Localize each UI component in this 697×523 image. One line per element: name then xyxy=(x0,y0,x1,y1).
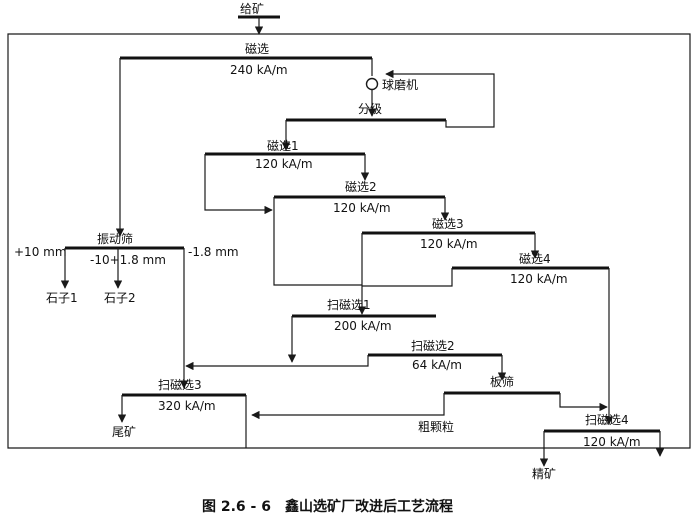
scav2-tail-line xyxy=(185,355,369,371)
scav2-field: 64 kA/m xyxy=(412,358,462,372)
ball-mill-icon xyxy=(365,77,379,91)
mag4-tail-line xyxy=(362,268,453,287)
scav3-field: 320 kA/m xyxy=(158,399,216,413)
mag1-field: 120 kA/m xyxy=(255,157,313,171)
mag-main-field: 240 kA/m xyxy=(230,63,288,77)
classifier-recycle-line xyxy=(385,69,495,128)
mag4-label: 磁选4 xyxy=(519,251,551,266)
outer-recycle-line xyxy=(7,33,691,449)
mag-main-label: 磁选 xyxy=(245,41,269,56)
mag2-tail-line xyxy=(273,197,362,286)
scav4-field: 120 kA/m xyxy=(583,435,641,449)
mag1-tail-line xyxy=(204,154,273,215)
scav1-field: 200 kA/m xyxy=(334,319,392,333)
plate-screen-undersize-line xyxy=(559,393,608,412)
scav3-label: 扫磁选3 xyxy=(158,377,202,392)
fraction-mid-label: -10+1.8 mm xyxy=(90,253,166,267)
ball-mill-label: 球磨机 xyxy=(382,78,418,92)
coarse-particles-label: 粗颗粒 xyxy=(418,419,454,434)
vibrating-screen-label: 振动筛 xyxy=(97,231,133,246)
mag1-label: 磁选1 xyxy=(267,138,299,153)
mag2-label: 磁选2 xyxy=(345,179,377,194)
feed-label: 给矿 xyxy=(240,2,264,16)
scav4-label: 扫磁选4 xyxy=(585,412,629,427)
figure-caption: 图 2.6 - 6 鑫山选矿厂改进后工艺流程 xyxy=(202,498,453,515)
fraction-minus18-label: -1.8 mm xyxy=(188,245,239,259)
stone2-label: 石子2 xyxy=(104,291,136,305)
concentrate-label: 精矿 xyxy=(532,467,556,481)
mag2-field: 120 kA/m xyxy=(333,201,391,215)
coarse-return-line xyxy=(251,393,445,420)
classifier-label: 分级 xyxy=(358,102,382,116)
mag3-field: 120 kA/m xyxy=(420,237,478,251)
fraction-plus10-label: +10 mm xyxy=(14,245,67,259)
scav1-label: 扫磁选1 xyxy=(327,297,371,312)
stone1-label: 石子1 xyxy=(46,291,78,305)
mag3-label: 磁选3 xyxy=(432,216,464,231)
tailings-label: 尾矿 xyxy=(112,425,136,439)
mag4-field: 120 kA/m xyxy=(510,272,568,286)
scav2-label: 扫磁选2 xyxy=(411,338,455,353)
plate-screen-label: 板筛 xyxy=(490,374,514,389)
